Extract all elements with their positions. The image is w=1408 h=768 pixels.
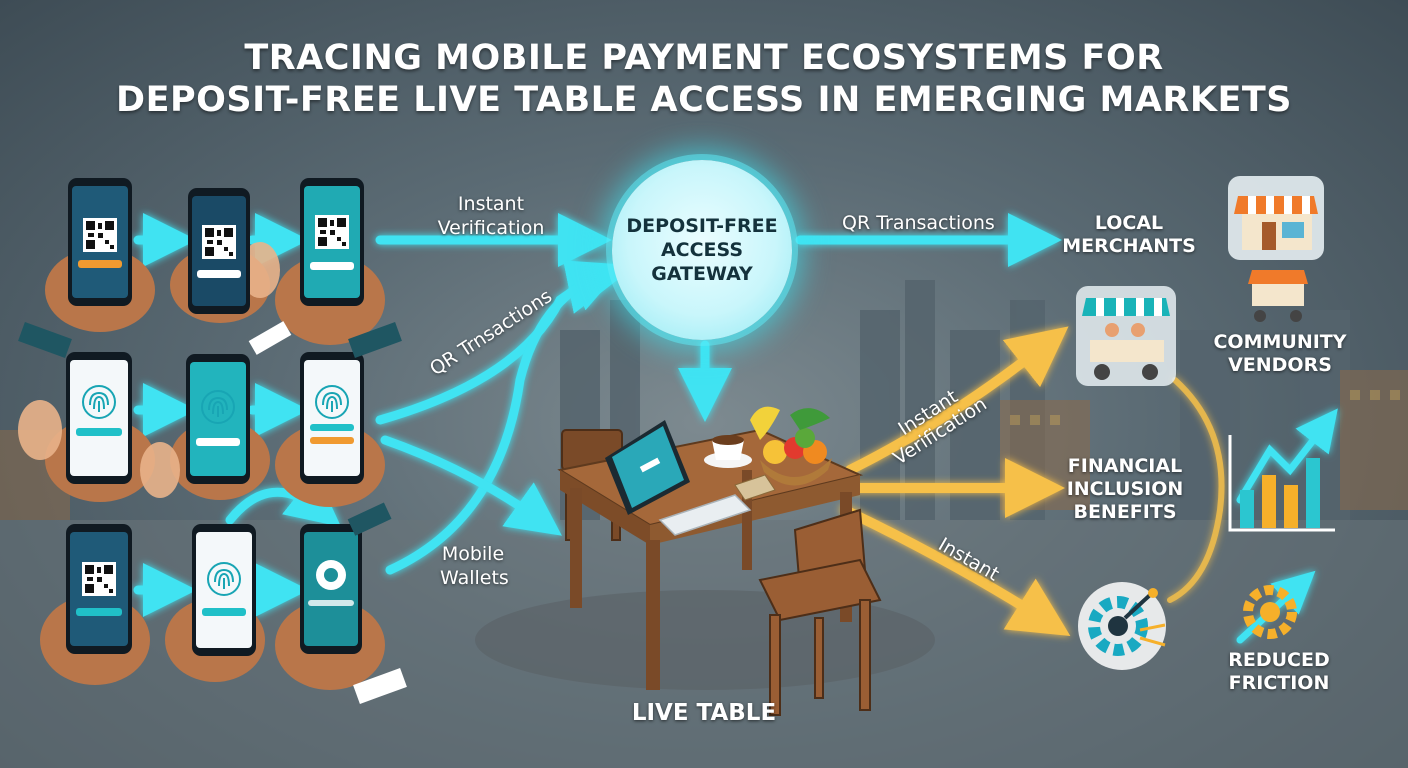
label-qr-transactions-right: QR Transactions [842, 212, 995, 234]
vendor-cart-icon [1076, 286, 1176, 386]
page-title-line1: TRACING MOBILE PAYMENT ECOSYSTEMS FOR [0, 38, 1408, 78]
gear-icon [1248, 590, 1292, 634]
node-reduced-friction: REDUCED FRICTION [1214, 649, 1344, 695]
node-live-table: LIVE TABLE [606, 702, 802, 725]
vendor-cart-small-icon [1248, 270, 1308, 322]
tech-gear-icon [1078, 582, 1166, 670]
shop-icon [1228, 176, 1324, 260]
node-local-merchants: LOCAL MERCHANTS [1054, 212, 1204, 258]
node-financial-inclusion: FINANCIAL INCLUSION BENEFITS [1050, 455, 1200, 524]
growth-chart-icon [1228, 432, 1335, 532]
label-instant-verification-top: Instant Verification [436, 192, 546, 240]
gateway-node: DEPOSIT-FREE ACCESS GATEWAY [612, 160, 792, 340]
page-title-line2: DEPOSIT-FREE LIVE TABLE ACCESS IN EMERGI… [0, 80, 1408, 120]
node-community-vendors: COMMUNITY VENDORS [1206, 331, 1354, 377]
gateway-label: DEPOSIT-FREE ACCESS GATEWAY [622, 214, 782, 286]
label-mobile-wallets: Mobile Wallets [440, 542, 506, 590]
